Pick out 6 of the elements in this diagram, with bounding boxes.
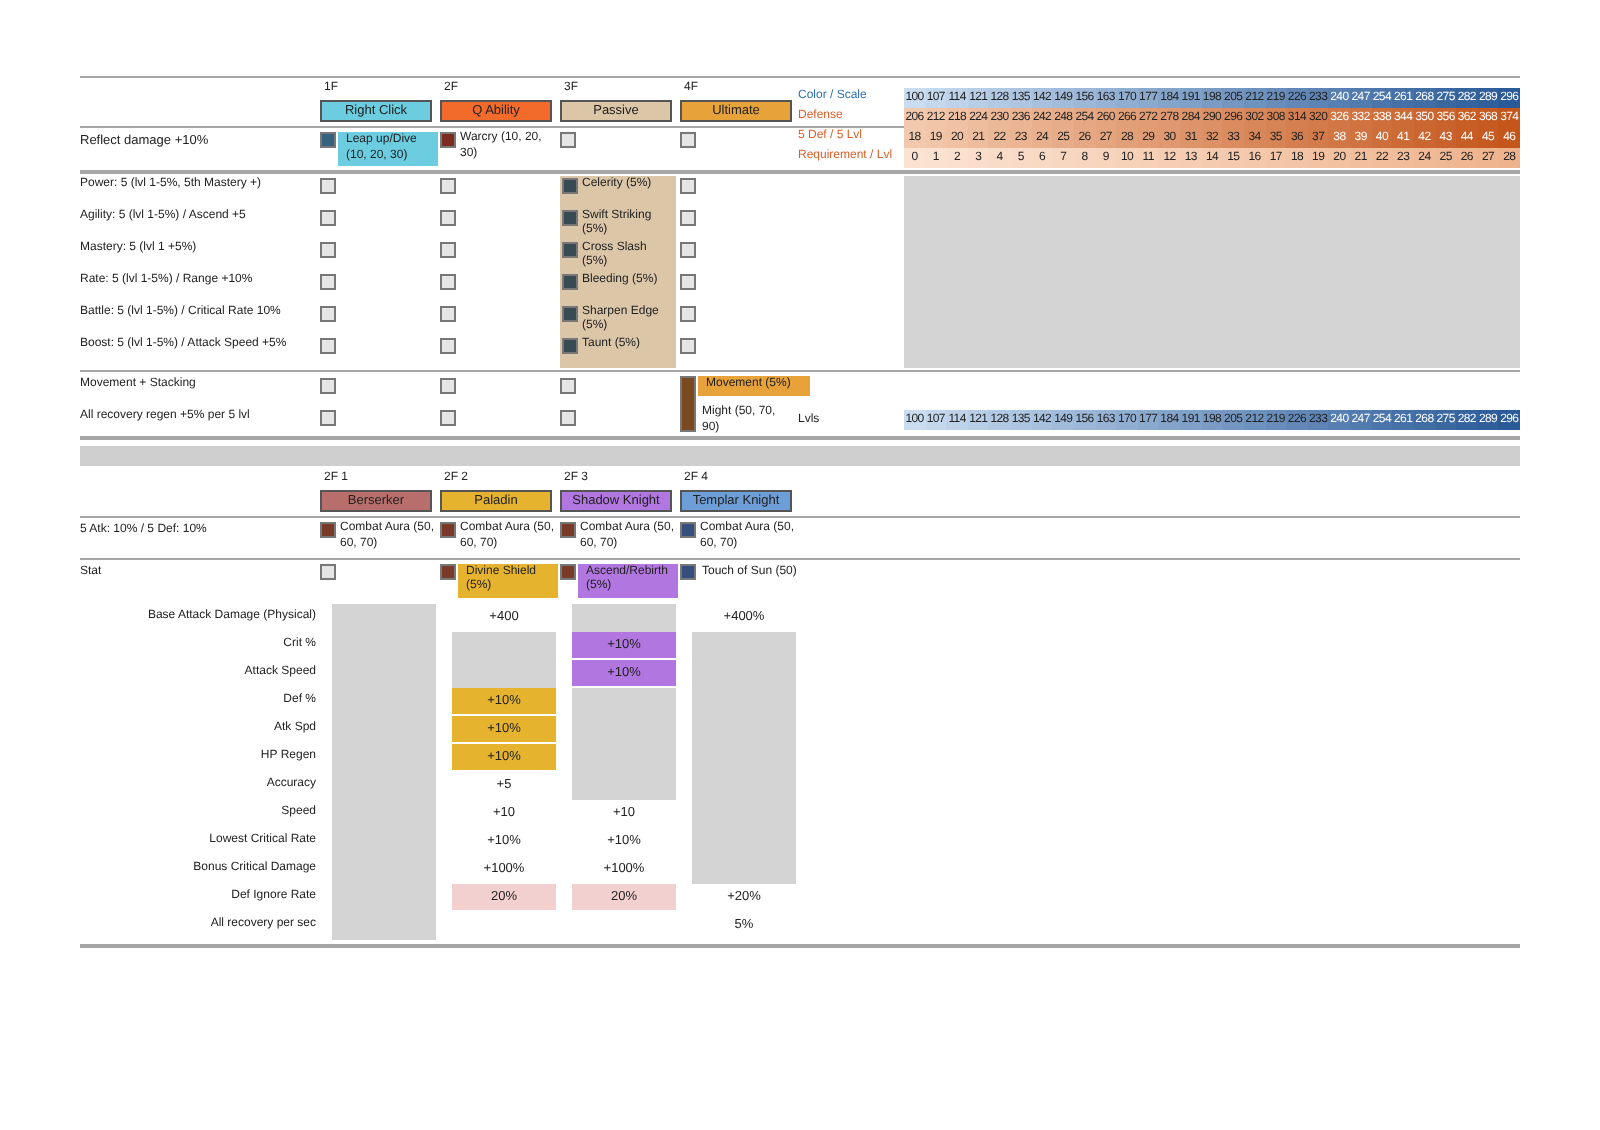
empty-area (692, 632, 796, 884)
empty-area (332, 604, 436, 940)
passive-panel (560, 175, 676, 367)
empty-area (572, 604, 676, 632)
empty-area (904, 175, 1520, 367)
empty-area (452, 632, 556, 688)
